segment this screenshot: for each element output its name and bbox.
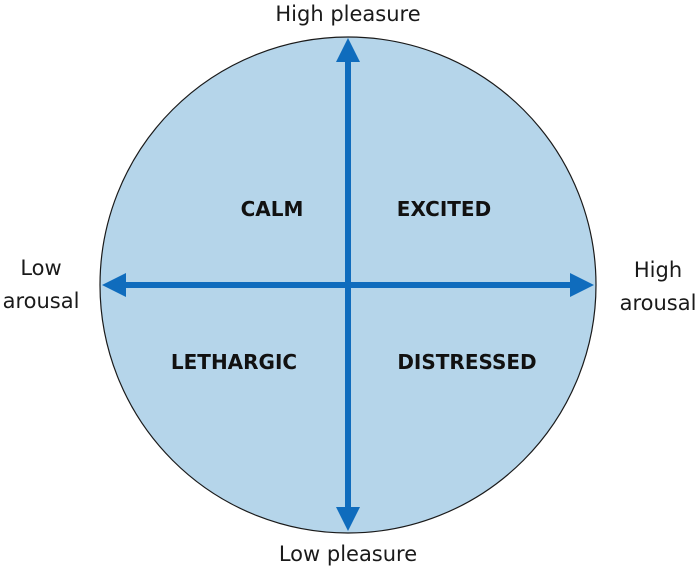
quadrant-label-distressed: DISTRESSED bbox=[397, 350, 536, 374]
low-arousal-label-line2: arousal bbox=[3, 289, 80, 313]
quadrant-label-excited: EXCITED bbox=[397, 197, 491, 221]
quadrant-label-calm: CALM bbox=[241, 197, 304, 221]
low-pleasure-label: Low pleasure bbox=[279, 542, 417, 566]
low-arousal-label-line1: Low bbox=[20, 256, 61, 280]
high-arousal-label-line1: High bbox=[634, 258, 682, 282]
high-arousal-label-line2: arousal bbox=[620, 291, 697, 315]
quadrant-label-lethargic: LETHARGIC bbox=[171, 350, 297, 374]
high-pleasure-label: High pleasure bbox=[275, 2, 420, 26]
